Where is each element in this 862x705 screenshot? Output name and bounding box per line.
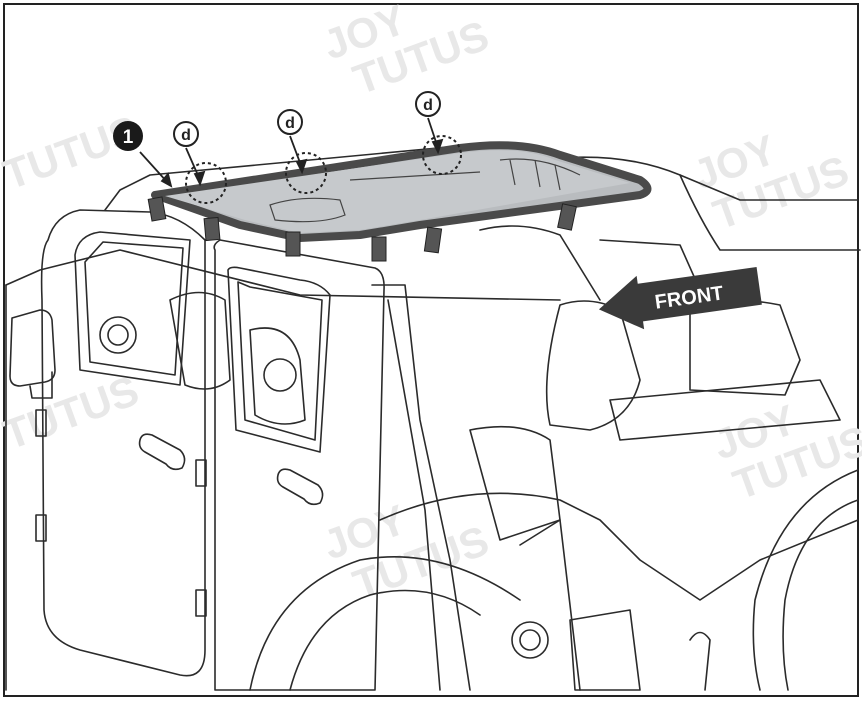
- rear-seat: [545, 300, 641, 431]
- callout-d-2: d: [277, 109, 303, 135]
- sunshade-mesh-inner: [165, 150, 630, 233]
- callout-circles: [185, 135, 462, 204]
- part-number-label: 1: [123, 127, 134, 148]
- front-door-window: [74, 231, 191, 386]
- callout-circle-d: [285, 152, 327, 194]
- front-direction-arrow: FRONT: [598, 267, 762, 330]
- callout-d-3: d: [415, 91, 441, 117]
- strap: [371, 236, 387, 262]
- front-door-handle: [138, 433, 186, 471]
- strap: [423, 226, 443, 254]
- front-door-outline: [40, 209, 206, 677]
- strap: [285, 231, 301, 257]
- roll-bar: [371, 284, 471, 691]
- watermark-group: JOY TUTUS JOY TUTUS JOY TUTUS JOY TUTUS …: [0, 0, 862, 608]
- rear-door-outline: [213, 239, 385, 691]
- callout-d-1: d: [173, 121, 199, 147]
- strap: [557, 203, 577, 231]
- rear-door-window: [227, 266, 331, 453]
- spare-tire: [752, 469, 859, 691]
- callout-circle-d: [422, 135, 462, 175]
- callout-d-letter: d: [423, 97, 433, 114]
- rear-door-handle: [276, 468, 324, 506]
- strap: [203, 216, 221, 242]
- callout-d-letter: d: [181, 127, 191, 144]
- strap: [147, 196, 167, 222]
- callout-circle-d: [185, 162, 227, 204]
- mesh-interior-detail: [269, 158, 581, 223]
- callout-leaders: [139, 117, 444, 188]
- callout-labels: d d d 1: [113, 91, 441, 151]
- callout-d-letter: d: [285, 115, 295, 132]
- part-number-badge: 1: [113, 121, 143, 151]
- straps: [147, 196, 577, 262]
- tail-light: [569, 609, 641, 691]
- vehicle-linework: [5, 144, 861, 691]
